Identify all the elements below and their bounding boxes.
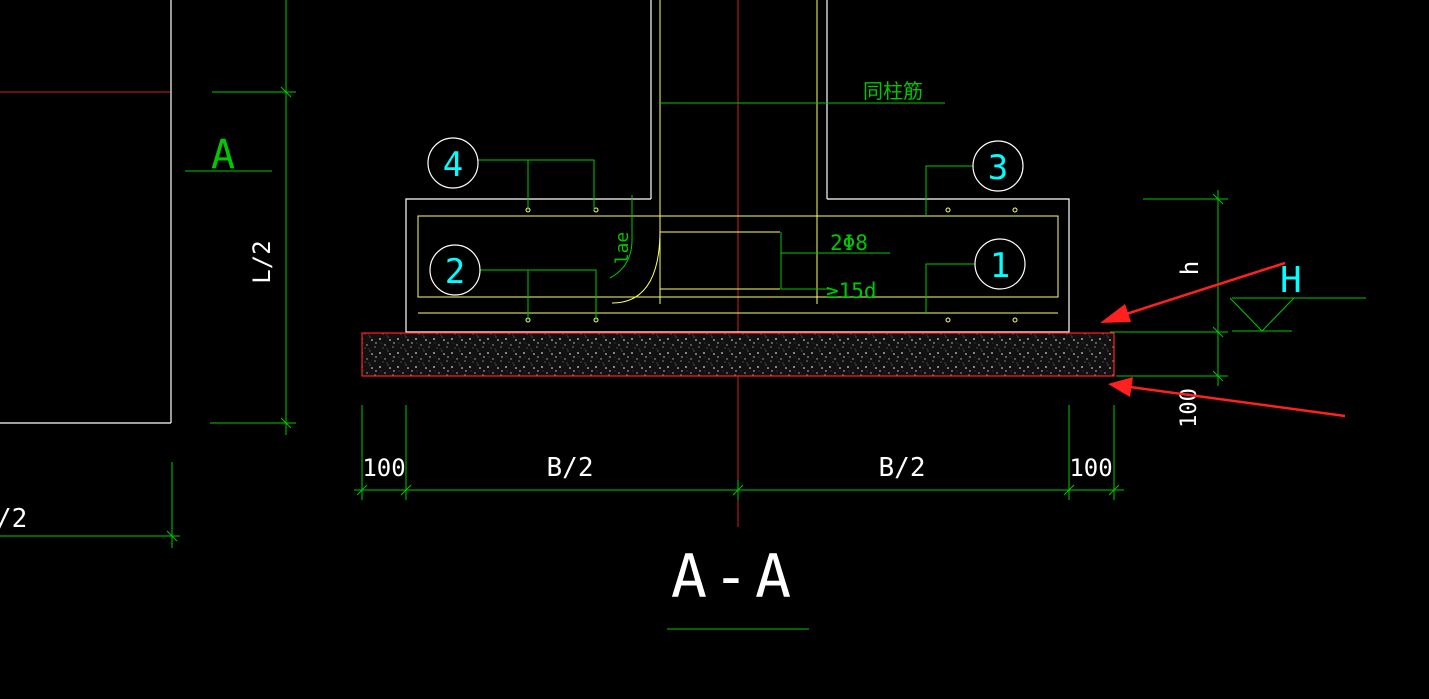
section-title-text: A-A xyxy=(671,542,797,612)
gravel-cushion xyxy=(361,332,1115,377)
dim-bottom-right-half: B/2 xyxy=(879,453,926,483)
note-stirrup: 2Φ8 xyxy=(830,231,868,255)
callout-3: 3 xyxy=(925,140,1024,216)
callout-4: 4 xyxy=(427,137,595,210)
annotation-arrow-lower xyxy=(1108,377,1346,418)
svg-text:2: 2 xyxy=(445,252,465,292)
section-title: A-A xyxy=(667,542,809,630)
note-anchor: ≥15d xyxy=(826,279,877,303)
elevation-marker: H xyxy=(1229,260,1366,332)
dim-left-vertical: L/2 xyxy=(248,240,276,283)
callout-2: 2 xyxy=(429,244,597,320)
column: 同柱筋 xyxy=(650,0,945,527)
footing: lae 2Φ8 ≥15d xyxy=(405,195,1070,333)
dim-left-bottom-partial: /2 xyxy=(0,504,27,534)
dim-bottom-left-half: B/2 xyxy=(547,453,594,483)
left-plan-view: A L/2 /2 xyxy=(0,0,296,548)
right-dimensions: h 100 xyxy=(1110,190,1228,428)
dim-bottom-left-offset: 100 xyxy=(362,454,405,482)
bottom-dimensions: 100 B/2 B/2 100 xyxy=(354,405,1124,500)
note-column-bars: 同柱筋 xyxy=(863,79,923,103)
svg-text:3: 3 xyxy=(988,148,1008,188)
note-lae: lae xyxy=(612,232,633,265)
dim-right-height: h xyxy=(1176,261,1204,275)
svg-text:1: 1 xyxy=(990,246,1010,286)
elevation-label: H xyxy=(1280,260,1302,301)
dim-bottom-right-offset: 100 xyxy=(1069,454,1112,482)
view-label-a: A xyxy=(211,132,235,178)
callout-1: 1 xyxy=(925,238,1026,313)
annotation-arrow-upper xyxy=(1100,261,1286,323)
svg-text:4: 4 xyxy=(443,145,463,185)
